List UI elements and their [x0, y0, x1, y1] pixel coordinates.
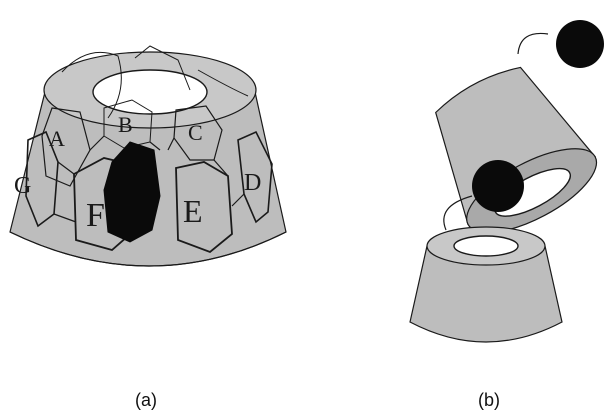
- tilted-cone: [411, 50, 605, 249]
- unit-label-e: E: [183, 193, 203, 229]
- caption-b: (b): [478, 390, 500, 410]
- middle-ball: [472, 160, 524, 212]
- unit-label-g: G: [14, 173, 31, 199]
- unit-label-f: F: [86, 197, 105, 234]
- cone-a-cavity: [93, 70, 207, 114]
- panel-b: [410, 20, 605, 342]
- unit-label-a: A: [49, 126, 65, 151]
- caption-a: (a): [135, 390, 157, 410]
- unit-label-b: B: [118, 112, 133, 137]
- panel-a: A B C D E F G: [10, 46, 286, 266]
- unit-label-c: C: [188, 120, 203, 145]
- lower-cone-cavity: [454, 236, 518, 256]
- unit-label-d: D: [244, 170, 261, 196]
- top-ball: [556, 20, 604, 68]
- top-tether: [518, 33, 548, 54]
